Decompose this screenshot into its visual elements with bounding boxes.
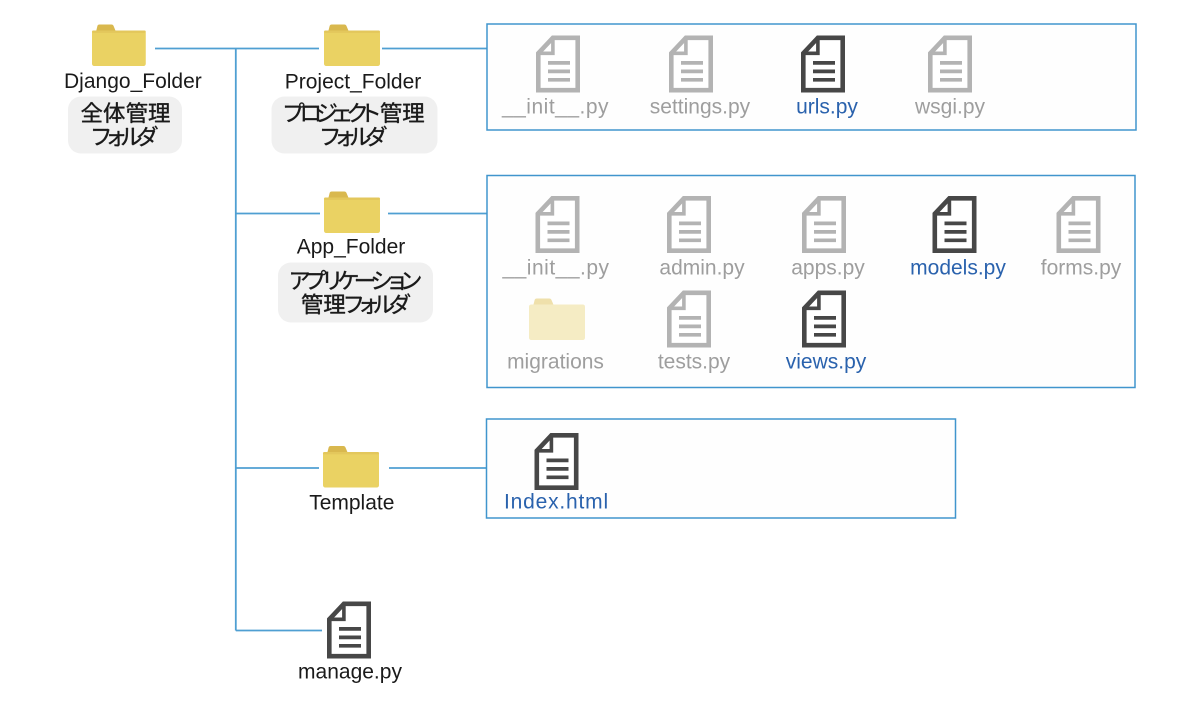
- svg-text:__init__.py: __init__.py: [501, 257, 609, 280]
- svg-text:Index.html: Index.html: [504, 491, 609, 514]
- svg-text:tests.py: tests.py: [658, 351, 731, 374]
- svg-text:wsgi.py: wsgi.py: [914, 96, 986, 119]
- svg-text:manage.py: manage.py: [298, 661, 402, 684]
- svg-text:App_Folder: App_Folder: [297, 236, 406, 259]
- svg-text:migrations: migrations: [507, 351, 604, 374]
- svg-text:__init__.py: __init__.py: [501, 96, 609, 119]
- svg-text:settings.py: settings.py: [650, 96, 751, 119]
- svg-text:Template: Template: [309, 492, 394, 515]
- svg-text:views.py: views.py: [786, 351, 867, 374]
- svg-text:apps.py: apps.py: [791, 257, 865, 280]
- svg-text:Project_Folder: Project_Folder: [285, 71, 422, 94]
- svg-text:forms.py: forms.py: [1041, 257, 1122, 280]
- svg-text:models.py: models.py: [910, 257, 1006, 280]
- svg-text:admin.py: admin.py: [659, 257, 745, 280]
- svg-text:Django_Folder: Django_Folder: [64, 70, 202, 93]
- svg-text:urls.py: urls.py: [796, 96, 858, 119]
